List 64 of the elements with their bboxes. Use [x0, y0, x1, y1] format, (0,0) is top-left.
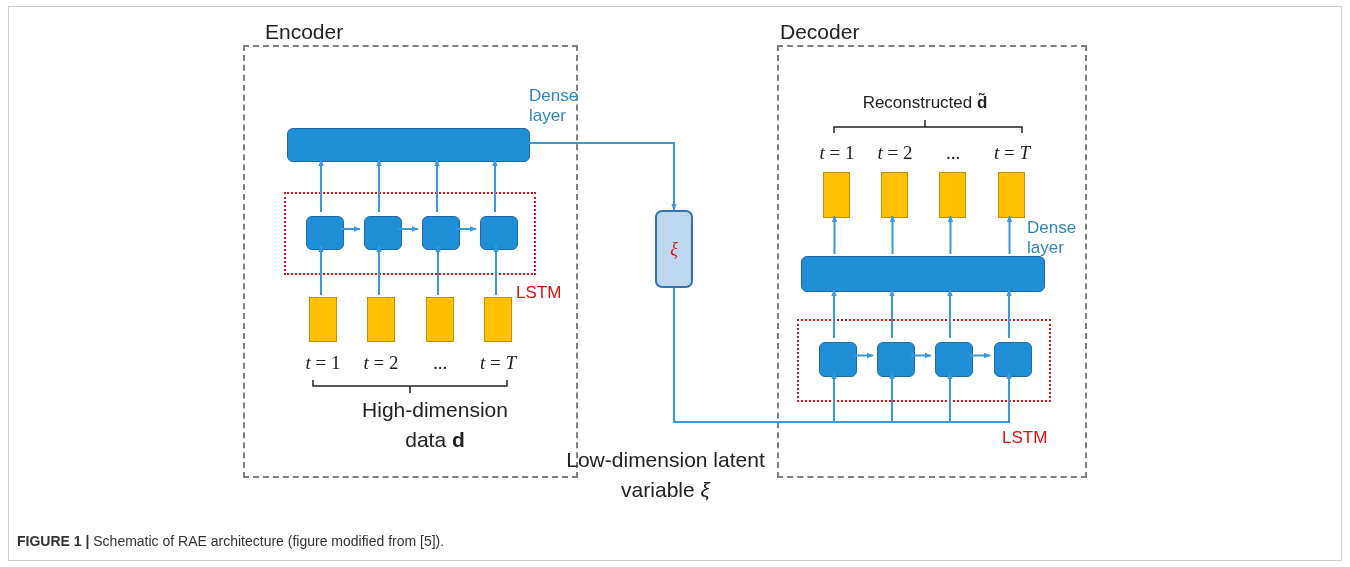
arrow — [492, 159, 498, 213]
arrow — [831, 289, 837, 339]
arrow — [376, 245, 382, 296]
arrow — [889, 215, 896, 255]
lstm-cell — [877, 342, 915, 377]
time-step-label: t = 2 — [876, 142, 914, 164]
lstm-cell — [935, 342, 973, 377]
time-step-label: ... — [944, 142, 962, 164]
arrow — [435, 245, 441, 296]
data-vector — [426, 297, 454, 342]
arrow — [947, 215, 954, 255]
arrow — [1006, 215, 1013, 255]
arrow — [1006, 289, 1012, 339]
arrow — [527, 142, 677, 211]
arrow — [434, 159, 440, 213]
time-step-label: ... — [431, 352, 449, 374]
latent-label: Low-dimension latent variable ξ — [565, 447, 766, 503]
lstm-cell — [819, 342, 857, 377]
data-vector — [367, 297, 395, 342]
time-step-label: t = 1 — [818, 142, 856, 164]
data-vector — [484, 297, 512, 342]
data-vector — [939, 172, 966, 218]
arrow — [889, 289, 895, 339]
latent-symbol: ξ — [670, 238, 678, 260]
arrow — [968, 352, 991, 359]
dense-layer-bar — [287, 128, 530, 162]
lstm-cell — [364, 216, 402, 250]
arrow — [397, 226, 419, 232]
output-label: Reconstructed d̃ — [861, 92, 989, 114]
time-step-label: t = 2 — [362, 352, 400, 374]
lstm-cell — [422, 216, 460, 250]
layer-label: Dense layer — [529, 86, 580, 126]
arrow — [318, 159, 324, 213]
arrow — [318, 245, 324, 296]
data-vector — [881, 172, 908, 218]
lstm-cell — [994, 342, 1032, 377]
arrow — [947, 289, 953, 339]
arrow — [493, 245, 499, 296]
lstm-label: LSTM — [516, 283, 563, 303]
data-vector — [309, 297, 337, 342]
arrow — [852, 352, 874, 359]
latent-vector — [655, 210, 693, 288]
lstm-region — [797, 319, 1051, 402]
arrow — [831, 215, 838, 255]
figure-caption: FIGURE 1 | Schematic of RAE architecture (figure modified from [5]). — [17, 533, 445, 549]
section-heading: Decoder — [780, 20, 860, 44]
layer-label: Dense layer — [1027, 218, 1078, 258]
lstm-cell — [480, 216, 518, 250]
lstm-label: LSTM — [1002, 428, 1049, 448]
dense-layer-bar — [801, 256, 1045, 292]
time-step-label: t = T — [992, 142, 1032, 164]
input-label: High-dimension data d — [361, 397, 509, 453]
arrow — [910, 352, 932, 359]
arrow — [376, 159, 382, 213]
lstm-region — [284, 192, 536, 275]
data-vector — [823, 172, 850, 218]
arrow — [455, 226, 477, 232]
time-step-label: t = 1 — [304, 352, 342, 374]
decoder-region — [777, 45, 1087, 478]
section-heading: Encoder — [265, 20, 344, 44]
data-vector — [998, 172, 1025, 218]
lstm-cell — [306, 216, 344, 250]
time-step-label: t = T — [478, 352, 518, 374]
arrow — [339, 226, 361, 232]
